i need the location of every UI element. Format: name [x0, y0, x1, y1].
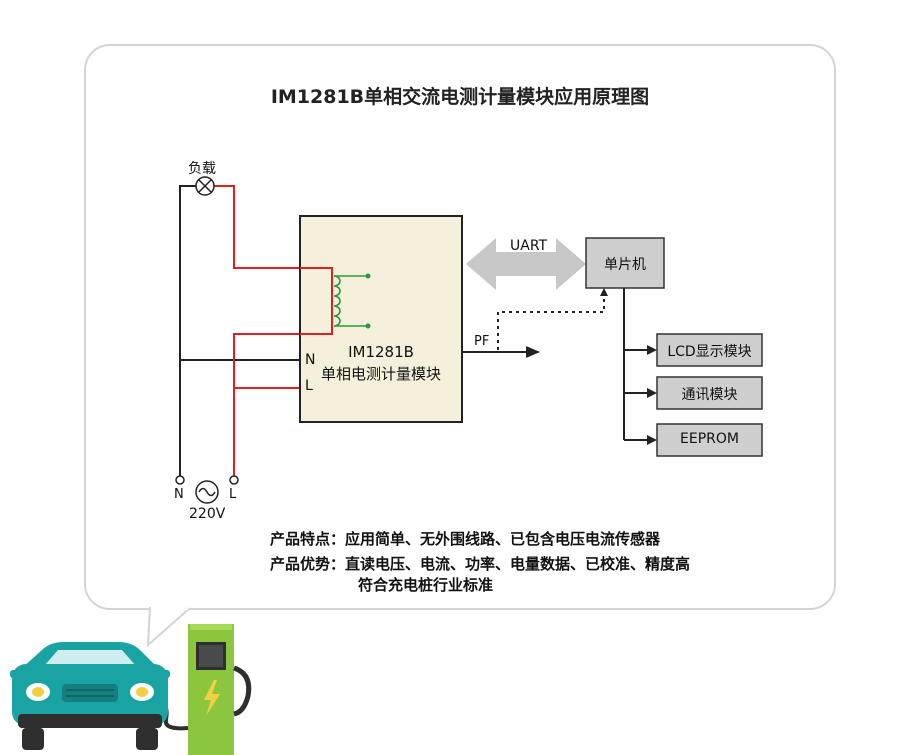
terminal-l-icon [229, 475, 239, 485]
diagram-title: IM1281B单相交流电测计量模块应用原理图 [270, 86, 650, 108]
pin-n-label: N [305, 352, 316, 368]
source-n-label: N [174, 487, 184, 502]
module-model-label: IM1281B [348, 343, 414, 361]
feature-line-2: 产品优势：直读电压、电流、功率、电量数据、已校准、精度高 [270, 553, 690, 574]
advantage-text: 直读电压、电流、功率、电量数据、已校准、精度高 [345, 555, 691, 573]
coil-icon [333, 275, 368, 327]
comm-label: 通讯模块 [681, 387, 738, 403]
feature-label: 产品特点： [270, 530, 346, 548]
source-l-label: L [229, 487, 237, 502]
terminal-n-icon [175, 475, 185, 485]
comm-box [656, 376, 763, 410]
car-icon [10, 642, 170, 750]
charger-icon [188, 624, 252, 755]
module-box [299, 215, 463, 423]
lcd-label: LCD显示模块 [667, 344, 752, 360]
lcd-box [656, 333, 763, 367]
module-name-label: 单相电测计量模块 [320, 365, 441, 383]
feature-line-3: 符合充电桩行业标准 [358, 576, 494, 594]
mcu-bus [623, 288, 650, 441]
uart-arrow-icon [466, 238, 586, 290]
pf-label: PF [474, 334, 490, 349]
mcu-label: 单片机 [604, 257, 646, 273]
pf-arrow-icon [526, 346, 540, 358]
feature-text: 应用简单、无外围线路、已包含电压电流传感器 [345, 530, 661, 548]
uart-label: UART [510, 238, 548, 254]
ac-source-icon [195, 480, 219, 504]
load-label: 负载 [188, 161, 216, 177]
load-lamp-icon [195, 176, 215, 196]
neutral-wires [179, 185, 300, 478]
pin-l-label: L [305, 378, 313, 394]
feature-line-1: 产品特点：应用简单、无外围线路、已包含电压电流传感器 [270, 528, 660, 549]
advantage-label: 产品优势： [270, 555, 346, 573]
eeprom-label: EEPROM [680, 431, 739, 447]
eeprom-box [656, 423, 763, 457]
voltage-label: 220V [189, 506, 226, 522]
